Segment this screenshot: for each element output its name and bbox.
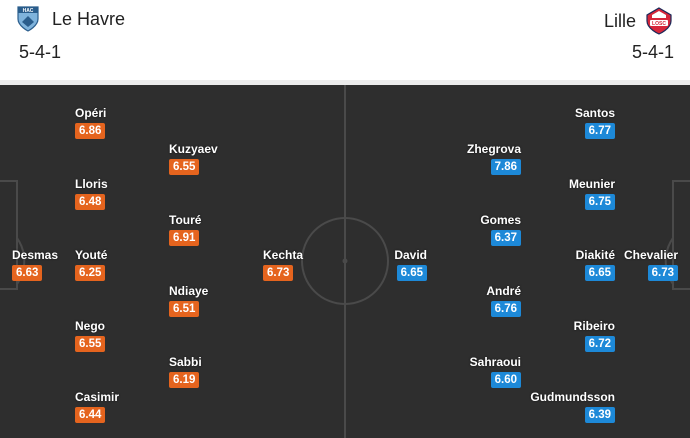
- player-name: Desmas: [12, 248, 59, 262]
- player-name: Sahraoui: [469, 355, 521, 369]
- player-rating: 6.65: [396, 265, 427, 281]
- player-home-toure[interactable]: Touré 6.91: [169, 213, 259, 253]
- player-name: Ribeiro: [573, 319, 615, 333]
- home-team-name: Le Havre: [52, 8, 126, 29]
- player-name: Nego: [75, 319, 105, 333]
- player-rating: 6.65: [584, 265, 615, 281]
- player-name: Kuzyaev: [169, 142, 218, 156]
- player-name: Kechta: [263, 248, 304, 262]
- player-rating: 6.91: [169, 230, 200, 246]
- player-name: Chevalier: [623, 248, 678, 262]
- player-away-andre[interactable]: André 6.76: [431, 284, 521, 324]
- svg-text:LOSC: LOSC: [652, 21, 666, 27]
- pitch-markings: [0, 85, 690, 438]
- player-rating: 6.63: [12, 265, 43, 281]
- player-home-sabbi[interactable]: Sabbi 6.19: [169, 355, 259, 395]
- player-rating: 6.86: [75, 123, 106, 139]
- player-rating: 6.25: [75, 265, 106, 281]
- player-rating: 6.19: [169, 372, 200, 388]
- away-team-name: Lille: [603, 10, 636, 31]
- player-away-david[interactable]: David 6.65: [337, 248, 427, 288]
- player-name: André: [486, 284, 521, 298]
- player-rating: 6.60: [490, 372, 521, 388]
- player-rating: 6.48: [75, 194, 106, 210]
- player-away-gudmundsson[interactable]: Gudmundsson 6.39: [525, 390, 615, 430]
- player-home-desmas[interactable]: Desmas 6.63: [12, 248, 102, 288]
- player-rating: 6.44: [75, 407, 106, 423]
- player-name: Opéri: [75, 106, 107, 120]
- player-home-casimir[interactable]: Casimir 6.44: [75, 390, 165, 430]
- player-rating: 6.55: [75, 336, 106, 352]
- player-name: Gomes: [480, 213, 521, 227]
- player-rating: 6.55: [169, 159, 200, 175]
- match-header: HAC Le Havre 5-4-1 Lille LOSC 5-4-1: [0, 0, 690, 80]
- player-name: Touré: [169, 213, 202, 227]
- svg-text:HAC: HAC: [23, 8, 34, 14]
- player-rating: 6.73: [263, 265, 294, 281]
- player-away-zhegrova[interactable]: Zhegrova 7.86: [431, 142, 521, 182]
- player-rating: 6.76: [490, 301, 521, 317]
- away-formation: 5-4-1: [631, 42, 674, 62]
- player-home-nego[interactable]: Nego 6.55: [75, 319, 165, 359]
- player-name: Gudmundsson: [530, 390, 615, 404]
- home-formation: 5-4-1: [19, 42, 62, 62]
- player-away-chevalier[interactable]: Chevalier 6.73: [588, 248, 678, 288]
- player-home-youte[interactable]: Youté 6.25: [75, 248, 165, 288]
- player-away-diakite[interactable]: Diakité 6.65: [525, 248, 615, 288]
- player-home-kuzyaev[interactable]: Kuzyaev 6.55: [169, 142, 259, 182]
- player-name: Sabbi: [169, 355, 202, 369]
- player-rating: 6.72: [584, 336, 615, 352]
- player-rating: 6.75: [584, 194, 615, 210]
- player-rating: 6.51: [169, 301, 200, 317]
- player-rating: 6.77: [584, 123, 615, 139]
- player-rating: 7.86: [490, 159, 521, 175]
- player-away-santos[interactable]: Santos 6.77: [525, 106, 615, 146]
- player-name: David: [394, 248, 427, 262]
- player-home-kechta[interactable]: Kechta 6.73: [263, 248, 353, 288]
- player-rating: 6.37: [490, 230, 521, 246]
- player-away-gomes[interactable]: Gomes 6.37: [431, 213, 521, 253]
- player-rating: 6.39: [584, 407, 615, 423]
- losc-crest-icon: LOSC: [646, 7, 672, 35]
- player-name: Ndiaye: [169, 284, 209, 298]
- player-home-ndiaye[interactable]: Ndiaye 6.51: [169, 284, 259, 324]
- player-away-ribeiro[interactable]: Ribeiro 6.72: [525, 319, 615, 359]
- player-rating: 6.73: [647, 265, 678, 281]
- player-name: Lloris: [75, 177, 108, 191]
- player-name: Diakité: [575, 248, 615, 262]
- player-home-operi[interactable]: Opéri 6.86: [75, 106, 165, 146]
- player-name: Santos: [574, 106, 615, 120]
- player-home-lloris[interactable]: Lloris 6.48: [75, 177, 165, 217]
- pitch: Desmas 6.63 Opéri 6.86 Lloris 6.48 Youté…: [0, 85, 690, 438]
- player-away-meunier[interactable]: Meunier 6.75: [525, 177, 615, 217]
- player-name: Zhegrova: [466, 142, 521, 156]
- player-away-sahraoui[interactable]: Sahraoui 6.60: [431, 355, 521, 395]
- hac-shield-icon: HAC: [17, 6, 39, 32]
- player-name: Casimir: [75, 390, 120, 404]
- player-name: Meunier: [568, 177, 615, 191]
- player-name: Youté: [75, 248, 108, 262]
